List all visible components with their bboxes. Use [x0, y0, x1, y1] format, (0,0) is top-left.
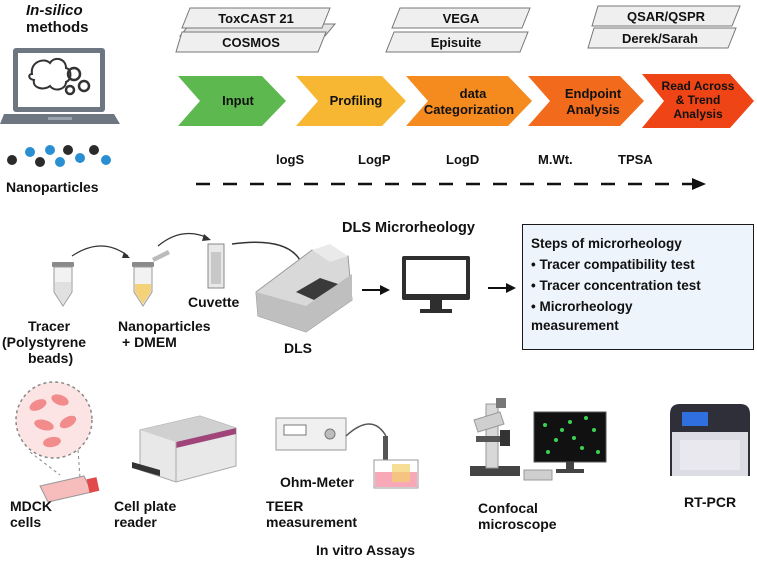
- step-trend: & Trend: [675, 93, 721, 107]
- prop-logs: logS: [276, 152, 305, 167]
- prop-logp: LogP: [358, 152, 391, 167]
- db-toxcast: ToxCAST 21: [218, 11, 294, 26]
- step-readacross: Read Across: [661, 79, 735, 93]
- mdck-label-2: cells: [10, 514, 42, 530]
- mdck-cells-icon: [15, 381, 100, 503]
- step-trend-analysis: Analysis: [673, 107, 723, 121]
- cuvette-label: Cuvette: [188, 294, 240, 310]
- step-endpoint: Endpoint: [564, 86, 622, 101]
- db-cosmos: COSMOS: [222, 35, 280, 50]
- in-vitro-caption: In vitro Assays: [316, 542, 416, 558]
- rt-pcr-label: RT-PCR: [684, 494, 737, 510]
- np-label-1: Nanoparticles: [118, 318, 211, 334]
- confocal-microscope-icon: [470, 398, 607, 481]
- step-item-4: measurement: [531, 318, 619, 333]
- step-item-1: • Tracer compatibility test: [531, 257, 695, 272]
- tracer-label-1: Tracer: [28, 318, 71, 334]
- database-stacks: [175, 5, 741, 53]
- reader-label-1: Cell plate: [114, 498, 177, 514]
- insilico-title-line1: In-silico: [26, 2, 83, 19]
- tracer-tube-icon: [52, 262, 74, 307]
- db-vega: VEGA: [442, 11, 480, 26]
- steps-of-microrheology-box: Steps of microrheology • Tracer compatib…: [522, 224, 754, 350]
- step-input: Input: [222, 93, 254, 108]
- monitor-icon: [402, 256, 470, 313]
- confocal-label-2: microscope: [478, 516, 557, 532]
- nanoparticles-label: Nanoparticles: [6, 179, 99, 195]
- db-qsar: QSAR/QSPR: [626, 9, 705, 24]
- steps-title: Steps of microrheology: [531, 236, 682, 251]
- tracer-label-3: beads): [28, 350, 74, 366]
- dls-label: DLS: [284, 340, 312, 356]
- step-profiling: Profiling: [329, 93, 383, 108]
- dls-instrument-icon: [255, 244, 353, 333]
- dashed-arrow: [196, 178, 706, 190]
- reader-label-2: reader: [114, 514, 157, 530]
- step-data: data: [459, 86, 487, 101]
- teer-label-2: measurement: [266, 514, 358, 530]
- prop-tpsa: TPSA: [618, 152, 653, 167]
- step-categorization: Categorization: [423, 102, 515, 117]
- dls-workflow-graphics: [52, 232, 516, 333]
- workflow-chevrons: [178, 74, 754, 128]
- tracer-label-2: (Polystyrene: [2, 334, 87, 350]
- cell-plate-reader-icon: [132, 415, 237, 483]
- db-episuite: Episuite: [430, 35, 482, 50]
- nanoparticles-icon: [7, 145, 111, 167]
- prop-mwt: M.Wt.: [538, 152, 573, 167]
- step-item-3: • Microrheology: [531, 299, 633, 314]
- db-derek: Derek/Sarah: [622, 31, 698, 46]
- teer-ohm-meter-icon: [275, 417, 419, 489]
- cuvette-icon: [207, 243, 225, 289]
- nanoparticle-tube-icon: [132, 250, 170, 307]
- prop-logd: LogD: [446, 152, 480, 167]
- step-item-2: • Tracer concentration test: [531, 278, 701, 293]
- mdck-label-1: MDCK: [10, 498, 52, 514]
- teer-label-1: TEER: [266, 498, 304, 514]
- rt-pcr-icon: [670, 404, 750, 476]
- np-label-2: + DMEM: [122, 334, 177, 350]
- confocal-label-1: Confocal: [478, 500, 538, 516]
- step-analysis: Analysis: [566, 102, 620, 117]
- dls-microrheology-title: DLS Microrheology: [342, 220, 475, 236]
- laptop-brain-icon: [0, 48, 120, 124]
- insilico-title-line2: methods: [26, 19, 89, 36]
- ohm-meter-label: Ohm-Meter: [280, 474, 354, 490]
